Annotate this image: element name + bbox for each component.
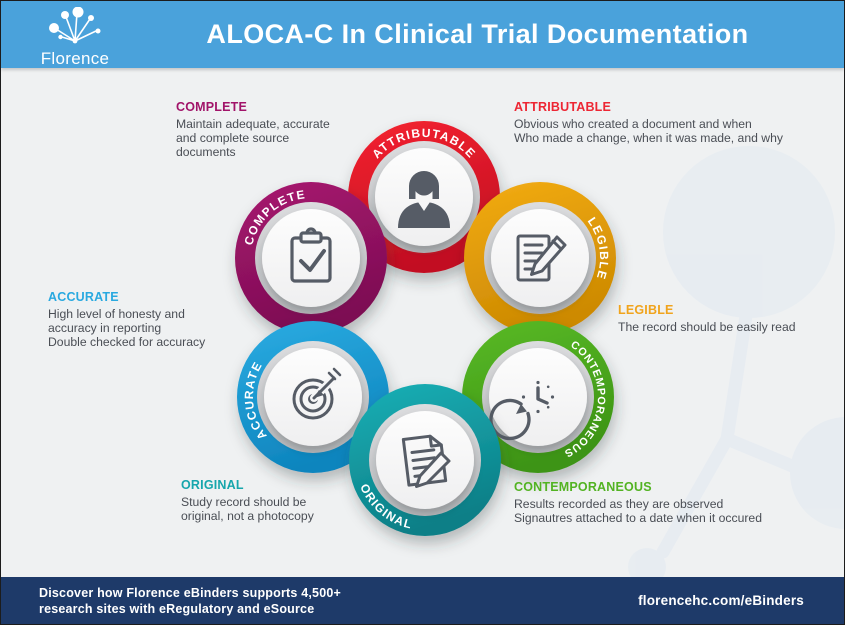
footer-tagline-line: Discover how Florence eBinders supports …	[39, 585, 342, 600]
callout-contemporaneous-line: Signautres attached to a date when it oc…	[514, 511, 762, 525]
callout-accurate: ACCURATE High level of honesty and accur…	[48, 290, 263, 349]
target-dart-icon	[292, 367, 342, 420]
document-pencil-icon	[516, 234, 567, 282]
callout-legible: LEGIBLE The record should be easily read	[618, 303, 833, 334]
molecule-watermark	[628, 146, 844, 586]
clipboard-check-icon	[290, 227, 332, 283]
footer-url[interactable]: florencehc.com/eBinders	[638, 593, 804, 608]
callout-legible-line: The record should be easily read	[618, 320, 796, 334]
ring-attributable: ATTRIBUTABLE	[348, 121, 500, 273]
florence-dandelion-icon	[49, 6, 101, 44]
callout-attributable: ATTRIBUTABLE Obvious who created a docum…	[514, 100, 824, 145]
callout-accurate-heading: ACCURATE	[48, 290, 119, 304]
callout-contemporaneous-line: Results recorded as they are observed	[514, 497, 724, 511]
callout-original-line: Study record should be	[181, 495, 307, 509]
document-pen-icon	[401, 434, 451, 488]
ring-original: ORIGINAL	[349, 384, 501, 536]
florence-logo-text: Florence	[40, 49, 110, 68]
ring-contemporaneous: CONTEMPORANEOUS	[462, 321, 614, 473]
callout-original-line: original, not a photocopy	[181, 509, 314, 523]
callout-contemporaneous-heading: CONTEMPORANEOUS	[514, 480, 652, 494]
callout-original-heading: ORIGINAL	[181, 478, 244, 492]
page-title: ALOCA-C In Clinical Trial Documentation	[206, 19, 749, 49]
callout-attributable-line: Obvious who created a document and when	[514, 117, 752, 131]
callout-accurate-line: Double checked for accuracy	[48, 335, 206, 349]
callout-attributable-line: Who made a change, when it was made, and…	[514, 131, 783, 145]
ring-accurate: ACCURATE	[237, 321, 389, 473]
callout-accurate-line: accuracy in reporting	[48, 321, 162, 335]
callout-complete-line: and complete source	[176, 131, 290, 145]
footer-tagline: Discover how Florence eBinders supports …	[39, 585, 341, 617]
header-bar: Florence ALOCA-C In Clinical Trial Docum…	[1, 1, 844, 68]
callout-contemporaneous: CONTEMPORANEOUS Results recorded as they…	[514, 480, 834, 525]
footer-tagline-line: research sites with eRegulatory and eSou…	[39, 601, 315, 616]
callout-complete-line: documents	[176, 145, 236, 159]
footer-bar: Discover how Florence eBinders supports …	[1, 577, 844, 624]
callout-complete-line: Maintain adequate, accurate	[176, 117, 330, 131]
callout-complete: COMPLETE Maintain adequate, accurate and…	[176, 100, 371, 159]
callout-original: ORIGINAL Study record should be original…	[181, 478, 386, 523]
ring-complete: COMPLETE	[235, 182, 387, 334]
callout-complete-heading: COMPLETE	[176, 100, 248, 114]
florence-logo: Florence	[29, 6, 121, 68]
callout-accurate-line: High level of honesty and	[48, 307, 185, 321]
person-icon	[398, 171, 450, 228]
callout-attributable-heading: ATTRIBUTABLE	[514, 100, 612, 114]
ring-legible: LEGIBLE	[464, 182, 616, 334]
callout-legible-heading: LEGIBLE	[618, 303, 674, 317]
